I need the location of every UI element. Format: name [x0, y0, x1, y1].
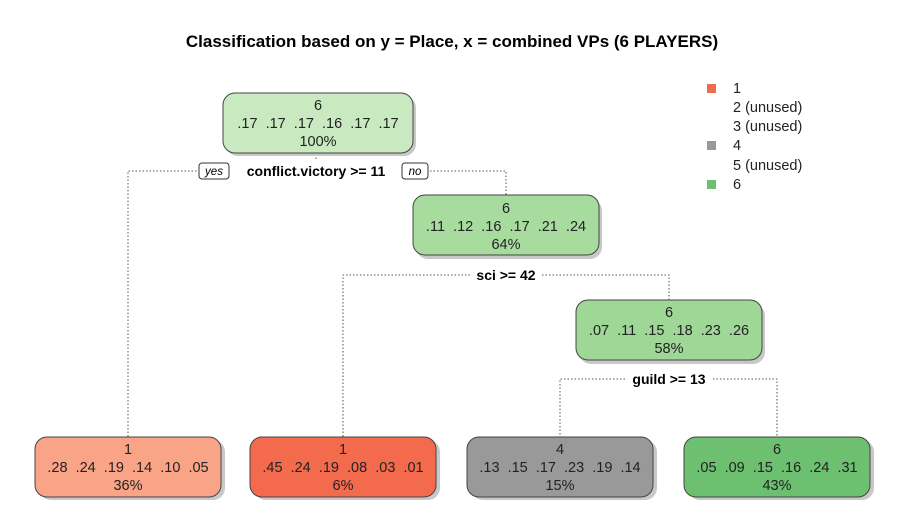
- legend-label-2: 2 (unused): [733, 100, 802, 116]
- legend-item-5: 5 (unused): [733, 158, 802, 174]
- legend-swatch-4: [707, 141, 716, 150]
- edge-n3-right: [713, 378, 778, 437]
- node-n3: 6 .07 .11 .15 .18 .23 .26 58%: [575, 299, 765, 364]
- split-label-n3: guild >= 13: [632, 371, 705, 387]
- leaf-node-4-box: [683, 436, 871, 498]
- edge-n3-left: [559, 378, 625, 437]
- no-label: no: [409, 166, 422, 178]
- legend-swatch-1: [707, 84, 716, 93]
- legend-swatch-6: [707, 180, 716, 189]
- leaf-node-1-class: 1: [124, 442, 132, 458]
- edge-root-left: [127, 170, 200, 437]
- legend-item-3: 3 (unused): [733, 119, 802, 135]
- leaf-node-2-probs: .45 .24 .19 .08 .03 .01: [262, 460, 423, 476]
- legend-item-4: 4: [707, 138, 741, 154]
- leaf-node-3-class: 4: [556, 442, 564, 458]
- node-root-probs: .17 .17 .17 .16 .17 .17: [237, 116, 398, 132]
- leaf-node-2: 1 .45 .24 .19 .08 .03 .01 6%: [249, 436, 440, 500]
- node-root: 6 .17 .17 .17 .16 .17 .17 100%: [222, 92, 416, 156]
- legend-item-1: 1: [707, 81, 741, 97]
- leaf-node-3-box: [466, 436, 654, 498]
- legend-item-6: 6: [707, 177, 741, 193]
- edge-root-right: [430, 170, 507, 195]
- leaf-node-1-probs: .28 .24 .19 .14 .10 .05: [47, 460, 208, 476]
- legend-label-5: 5 (unused): [733, 158, 802, 174]
- legend-label-6: 6: [733, 177, 741, 193]
- node-n2-probs: .11 .12 .16 .17 .21 .24: [426, 219, 586, 235]
- legend: 1 2 (unused) 3 (unused) 4 5 (unused) 6: [707, 81, 802, 193]
- no-label-box: [401, 162, 429, 180]
- node-n2-box: [412, 194, 600, 256]
- node-n2: 6 .11 .12 .16 .17 .21 .24 64%: [412, 194, 602, 259]
- leaf-node-3-pct: 15%: [545, 478, 574, 494]
- tree-edges: [127, 154, 778, 437]
- leaf-node-1: 1 .28 .24 .19 .14 .10 .05 36%: [34, 436, 225, 500]
- node-n3-pct: 58%: [654, 341, 683, 357]
- node-root-pct: 100%: [299, 134, 336, 150]
- split-labels: yes conflict.victory >= 11 no sci >= 42 …: [198, 162, 706, 387]
- node-n3-probs: .07 .11 .15 .18 .23 .26: [589, 323, 749, 339]
- diagram-title: Classification based on y = Place, x = c…: [186, 32, 718, 51]
- split-label-n2: sci >= 42: [476, 267, 535, 283]
- leaf-node-2-pct: 6%: [333, 478, 354, 494]
- node-root-class: 6: [314, 98, 322, 114]
- yes-label: yes: [204, 166, 223, 178]
- leaf-node-4-class: 6: [773, 442, 781, 458]
- tree-nodes: 6 .17 .17 .17 .16 .17 .17 100% 6 .11 .12…: [34, 92, 874, 500]
- node-n3-class: 6: [665, 305, 673, 321]
- node-n3-box: [575, 299, 763, 361]
- legend-label-3: 3 (unused): [733, 119, 802, 135]
- leaf-node-2-class: 1: [339, 442, 347, 458]
- yes-label-box: [198, 162, 230, 180]
- node-root-box: [222, 92, 414, 154]
- leaf-node-2-box: [249, 436, 437, 498]
- node-n2-class: 6: [502, 201, 510, 217]
- legend-label-1: 1: [733, 81, 741, 97]
- leaf-node-1-box: [34, 436, 222, 498]
- node-n2-pct: 64%: [491, 237, 520, 253]
- leaf-node-3: 4 .13 .15 .17 .23 .19 .14 15%: [466, 436, 657, 500]
- edge-n2-right: [542, 274, 670, 301]
- leaf-node-4-probs: .05 .09 .15 .16 .24 .31: [696, 460, 857, 476]
- leaf-node-1-pct: 36%: [113, 478, 142, 494]
- legend-item-2: 2 (unused): [733, 100, 802, 116]
- leaf-node-4: 6 .05 .09 .15 .16 .24 .31 43%: [683, 436, 874, 500]
- split-label-root: conflict.victory >= 11: [247, 163, 386, 179]
- leaf-node-3-probs: .13 .15 .17 .23 .19 .14: [479, 460, 640, 476]
- legend-label-4: 4: [733, 138, 741, 154]
- edge-n2-left: [342, 274, 470, 437]
- leaf-node-4-pct: 43%: [762, 478, 791, 494]
